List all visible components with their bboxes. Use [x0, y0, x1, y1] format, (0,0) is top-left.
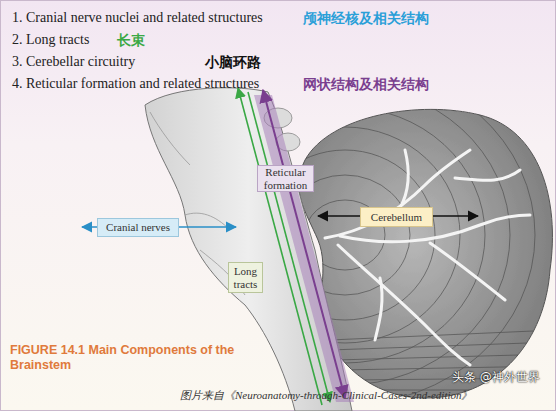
source-note: 图片来自《Neuroanatomy-through-Clinical-Cases… — [180, 389, 473, 402]
label-box: Reticular formation — [257, 165, 314, 192]
list-item: 4. Reticular formation and related struc… — [12, 76, 259, 92]
box-label: Cranial nerves — [106, 221, 170, 233]
list-item: 小脑环路 — [205, 54, 261, 70]
label-box: Long tracts — [228, 262, 263, 293]
figure-caption: FIGURE 14.1 Main Components of the Brain… — [10, 343, 235, 373]
box-label: Reticular formation — [258, 166, 313, 190]
list-item: 3. Cerebellar circuitry — [12, 54, 135, 70]
list-item: 2. Long tracts — [12, 32, 89, 48]
list-item: 颅神经核及相关结构 — [303, 10, 429, 26]
watermark: 头条 @神外世界 — [452, 371, 540, 385]
list-item: 1. Cranial nerve nuclei and related stru… — [12, 10, 263, 26]
label-box: Cerebellum — [360, 207, 433, 227]
list-item: 长束 — [117, 32, 145, 48]
box-label: Cerebellum — [371, 211, 422, 223]
label-box: Cranial nerves — [97, 218, 179, 237]
box-label: Long tracts — [229, 265, 262, 289]
list-item: 网状结构及相关结构 — [303, 76, 429, 92]
